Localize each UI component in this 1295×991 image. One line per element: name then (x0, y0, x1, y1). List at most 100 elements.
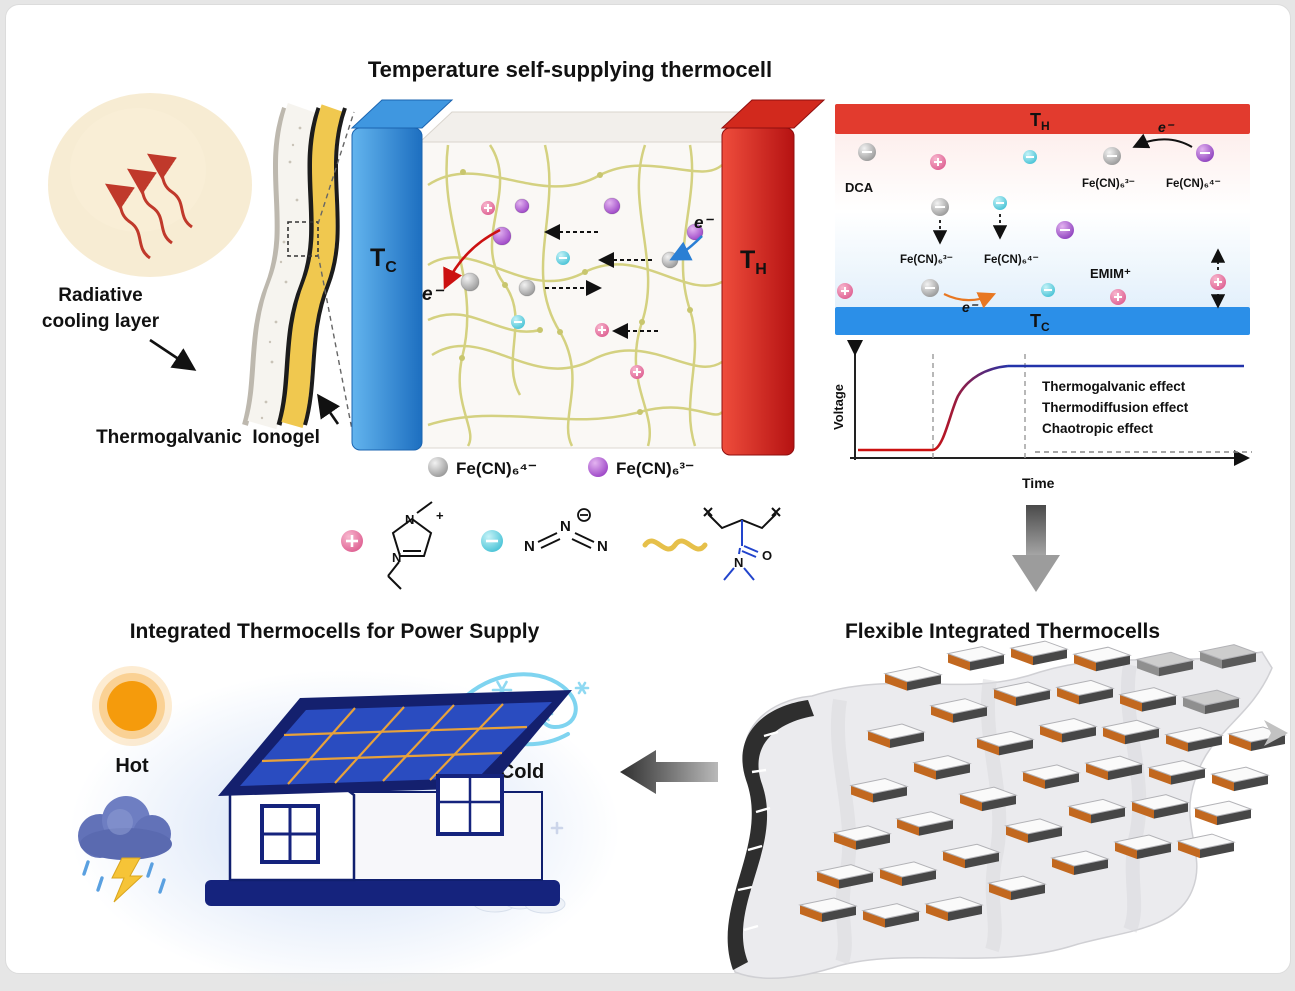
dca-ion (511, 315, 525, 329)
voltage-time-graph: Voltage Thermogalvanic effect Thermodiff… (831, 340, 1252, 491)
dca-ion (556, 251, 570, 265)
polymer-chain-icon (642, 538, 708, 552)
radiative-layer-illustration (48, 93, 355, 441)
electron-label: e⁻ (422, 284, 445, 305)
panel-ions: DCA e⁻ Fe(CN)₆³⁻ Fe(CN)₆⁴⁻ Fe(CN)₆³⁻ Fe(… (837, 119, 1226, 315)
rain-drops (82, 860, 166, 894)
effect-label-1: Thermogalvanic effect (1042, 379, 1186, 394)
electrode-strip-segments (737, 730, 779, 932)
sun-icon (92, 666, 172, 746)
fe4-ion (661, 251, 679, 269)
fe4-ion (518, 279, 536, 297)
emim-dca-ions (481, 201, 644, 379)
hot-electrode: TH (720, 99, 826, 456)
plus-charge: + (436, 508, 444, 523)
label-pointer-arrows (149, 338, 340, 425)
thermocell-roof-panel (218, 690, 572, 796)
down-arrow-icon (1012, 505, 1060, 592)
svg-text:N: N (597, 538, 608, 555)
fe4-sphere-icon (428, 457, 448, 477)
radiation-arrows-icon (105, 153, 193, 260)
effect-label-3: Chaotropic effect (1042, 421, 1154, 436)
radiative-label-line1: Radiative (58, 285, 143, 306)
lightning-icon (111, 857, 144, 903)
electron-label: e⁻ (1158, 119, 1175, 135)
fe4-legend-label: Fe(CN)₆⁴⁻ (456, 459, 537, 478)
fe4-label: Fe(CN)₆⁴⁻ (984, 254, 1039, 266)
carousel-next-button[interactable] (1252, 712, 1294, 756)
front-window (260, 804, 320, 864)
dca-legend-icon (481, 530, 503, 552)
fe3-ion (603, 197, 621, 215)
left-arrow-icon (620, 750, 718, 794)
cold-label: Cold (500, 761, 544, 783)
ionogel-label: Thermogalvanic Ionogel (96, 427, 320, 448)
cold-bar (835, 307, 1250, 335)
emim-ion (481, 201, 495, 215)
fe3-ion (514, 198, 530, 214)
emim-ion (595, 323, 609, 337)
n-atom-label: N (405, 512, 414, 527)
storm-cloud-icon (78, 796, 172, 903)
chain-end-mark (703, 507, 781, 517)
legend: Fe(CN)₆⁴⁻ Fe(CN)₆³⁻ N N + N N N (341, 457, 781, 590)
flexible-title: Flexible Integrated Thermocells (844, 620, 1161, 643)
th-bar-label: TH (1030, 110, 1050, 133)
imidazolium-structure: N N + (387, 501, 444, 590)
dca-label: DCA (845, 180, 874, 195)
emim-label: EMIM⁺ (1090, 266, 1131, 281)
fe3-label: Fe(CN)₆³⁻ (900, 254, 953, 266)
effect-label-2: Thermodiffusion effect (1042, 400, 1189, 415)
fe3-ion (492, 226, 512, 246)
ion-migration-panel: TH TC DCA e⁻ Fe(CN)₆³⁻ Fe(CN)₆⁴⁻ Fe(CN)₆… (831, 104, 1252, 491)
dicyanamide-structure: N N N (524, 508, 608, 555)
electron-hop-arrow-orange (943, 292, 997, 309)
strip-speckles (260, 126, 302, 420)
network-junctions (459, 169, 693, 415)
tc-bar-label: TC (1030, 311, 1050, 334)
emim-ion (630, 365, 644, 379)
power-supply-scene: Hot Cold (70, 666, 620, 990)
house (205, 690, 572, 906)
fe3-sphere-icon (588, 457, 608, 477)
diffusion-arrows (544, 224, 658, 339)
hot-label: Hot (115, 755, 149, 777)
x-axis-label: Time (1022, 475, 1055, 491)
svg-text:N: N (560, 518, 571, 535)
main-title: Temperature self-supplying thermocell (367, 57, 773, 82)
heat-glow (48, 93, 252, 277)
fe3-legend-label: Fe(CN)₆³⁻ (616, 459, 694, 478)
cooling-ionogel-strip (242, 102, 347, 430)
amide-group: O N (723, 520, 772, 581)
polymer-structure: O N (703, 507, 781, 581)
y-axis-label: Voltage (831, 384, 846, 430)
power-supply-title: Integrated Thermocells for Power Supply (129, 620, 540, 643)
house-base (205, 880, 560, 906)
zoom-region-box (287, 221, 319, 257)
cold-electrode: TC (350, 99, 454, 451)
svg-text:N: N (524, 538, 535, 555)
radiative-cooling-label: Radiative cooling layer (18, 283, 183, 334)
n-atom-label: N (734, 555, 743, 570)
hot-bar (835, 104, 1250, 134)
fe3-ion (686, 223, 704, 241)
electrolyte-area (835, 134, 1250, 307)
gel-top-face (418, 111, 758, 143)
fe4-label: Fe(CN)₆⁴⁻ (1166, 178, 1221, 190)
n-atom-label: N (392, 550, 401, 565)
electrode-edge-strip (727, 700, 814, 970)
fe3-label: Fe(CN)₆³⁻ (1082, 178, 1135, 190)
electron-transfer-arrow-red (443, 228, 501, 290)
side-window (436, 774, 504, 836)
emim-legend-icon (341, 530, 363, 552)
thermocell-cell-array (798, 640, 1287, 928)
electron-label: e⁻ (694, 213, 714, 232)
o-atom-label: O (762, 548, 772, 563)
electron-label: e⁻ (962, 299, 979, 315)
zoom-dashed-lines (317, 111, 355, 441)
thermocell-3d-box: e⁻ e⁻ TC TH (350, 99, 826, 456)
radiative-label-line2: cooling layer (41, 310, 160, 332)
electron-hop-arrow (1132, 133, 1193, 149)
th-label: TH (740, 246, 767, 278)
roof-grid (261, 703, 528, 785)
